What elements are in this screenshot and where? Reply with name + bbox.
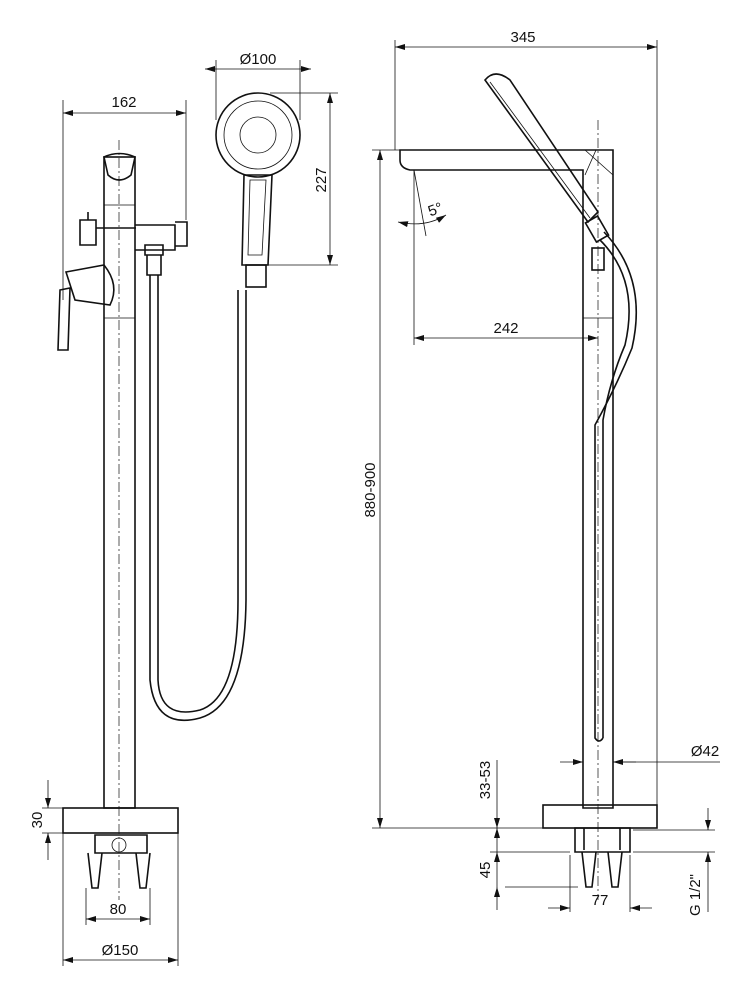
front-view: 162 Ø100 227 30 80 bbox=[29, 51, 338, 966]
dim-label-227: 227 bbox=[313, 167, 330, 192]
dim-label-thread: G 1/2" bbox=[687, 874, 704, 916]
dim-242: 242 bbox=[414, 320, 598, 341]
hose bbox=[149, 275, 247, 722]
dim-label-30: 30 bbox=[29, 812, 46, 829]
dim-227: 227 bbox=[268, 92, 338, 266]
dim-label-height: 880-900 bbox=[362, 462, 379, 517]
dim-77: 77 bbox=[548, 855, 652, 912]
side-base bbox=[542, 804, 658, 888]
mixer-lever bbox=[57, 264, 115, 351]
dim-base-diameter: Ø150 bbox=[62, 833, 179, 966]
side-hose bbox=[594, 231, 638, 742]
mixer-column bbox=[79, 152, 188, 809]
hand-shower bbox=[215, 92, 301, 288]
dim-label-162: 162 bbox=[111, 94, 136, 111]
dim-label-33-53: 33-53 bbox=[477, 761, 494, 799]
dim-height: 880-900 bbox=[362, 149, 543, 829]
dim-thread: G 1/2" bbox=[633, 808, 715, 916]
dim-345: 345 bbox=[394, 29, 658, 805]
dim-column-diameter: Ø42 bbox=[560, 743, 720, 765]
side-view: 345 5° 242 880-900 Ø42 33-53 bbox=[362, 29, 720, 916]
dim-head-diameter: Ø100 bbox=[205, 51, 311, 120]
dim-label-45: 45 bbox=[477, 862, 494, 879]
spout-column bbox=[399, 120, 614, 900]
dim-label-head-diameter: Ø100 bbox=[240, 51, 277, 68]
dim-label-242: 242 bbox=[493, 320, 518, 337]
dim-label-base-diameter: Ø150 bbox=[102, 942, 139, 959]
dim-33-53: 33-53 bbox=[477, 760, 570, 853]
dim-label-5-degrees: 5° bbox=[426, 199, 445, 220]
dim-162: 162 bbox=[62, 94, 187, 300]
dim-5-degrees: 5° bbox=[397, 169, 447, 345]
dim-label-345: 345 bbox=[510, 29, 535, 46]
dim-45: 45 bbox=[477, 852, 578, 910]
dim-80: 80 bbox=[85, 888, 151, 925]
base-plate bbox=[62, 140, 179, 900]
side-hand-shower bbox=[483, 73, 610, 271]
dim-label-77: 77 bbox=[592, 892, 609, 909]
dim-label-column-diameter: Ø42 bbox=[691, 743, 719, 760]
dim-label-80: 80 bbox=[110, 901, 127, 918]
dim-30: 30 bbox=[29, 780, 63, 860]
